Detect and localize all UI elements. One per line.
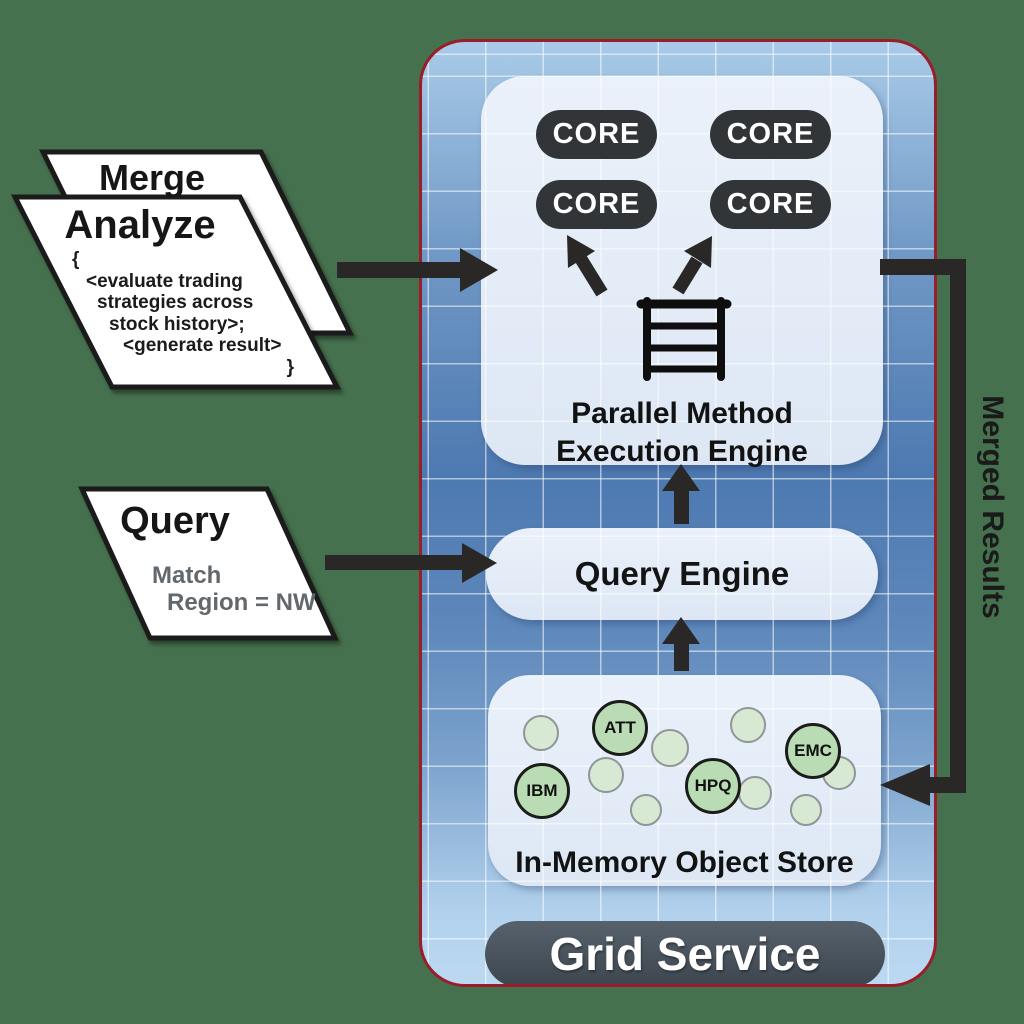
ticker-label: EMC xyxy=(794,741,832,760)
core-badge: CORE xyxy=(536,180,657,229)
code-line: } xyxy=(286,356,294,378)
grid-service-badge: Grid Service xyxy=(485,921,885,984)
analyze-code-block: { <evaluate trading strategies across st… xyxy=(62,249,304,378)
ticker-circle-att: ATT xyxy=(592,700,648,756)
object-circle xyxy=(588,757,624,793)
query-detail-block: Match Region = NW xyxy=(152,562,316,616)
query-label: Query xyxy=(120,500,230,542)
ticker-circle-ibm: IBM xyxy=(514,763,570,819)
merged-results-label: Merged Results xyxy=(976,395,1009,619)
merge-label: Merge xyxy=(98,157,206,198)
ticker-circle-hpq: HPQ xyxy=(685,758,741,814)
code-line: { xyxy=(72,249,80,270)
core-badge: CORE xyxy=(710,110,831,159)
object-circle xyxy=(730,707,766,743)
object-circle xyxy=(651,729,689,767)
object-circle xyxy=(630,794,662,826)
analyze-label: Analyze xyxy=(64,203,216,247)
query-detail-line: Match xyxy=(152,562,222,589)
engine-title-line1: Parallel Method xyxy=(571,397,793,430)
object-store-label: In-Memory Object Store xyxy=(515,846,854,879)
object-circle xyxy=(523,715,559,751)
ticker-label: ATT xyxy=(604,718,636,737)
code-line: stock history>; xyxy=(109,313,245,335)
code-line: strategies across xyxy=(97,292,254,313)
core-badge: CORE xyxy=(710,180,831,229)
engine-title: Parallel Method Execution Engine xyxy=(481,395,883,471)
code-line: <generate result> xyxy=(123,335,282,356)
object-circle xyxy=(790,794,822,826)
ticker-label: HPQ xyxy=(694,776,732,795)
engine-title-line2: Execution Engine xyxy=(556,435,808,468)
code-line: <evaluate trading xyxy=(86,270,243,292)
ticker-circle-emc: EMC xyxy=(785,723,841,779)
ticker-label: IBM xyxy=(526,781,558,800)
grid-service-label: Grid Service xyxy=(549,928,821,980)
object-circle xyxy=(738,776,772,810)
grid-service-container: CORE CORE CORE CORE Parallel Method Exec… xyxy=(419,39,937,987)
core-badge: CORE xyxy=(536,110,657,159)
query-engine-label: Query Engine xyxy=(574,555,790,592)
query-detail-line: Region = NW xyxy=(167,589,316,616)
